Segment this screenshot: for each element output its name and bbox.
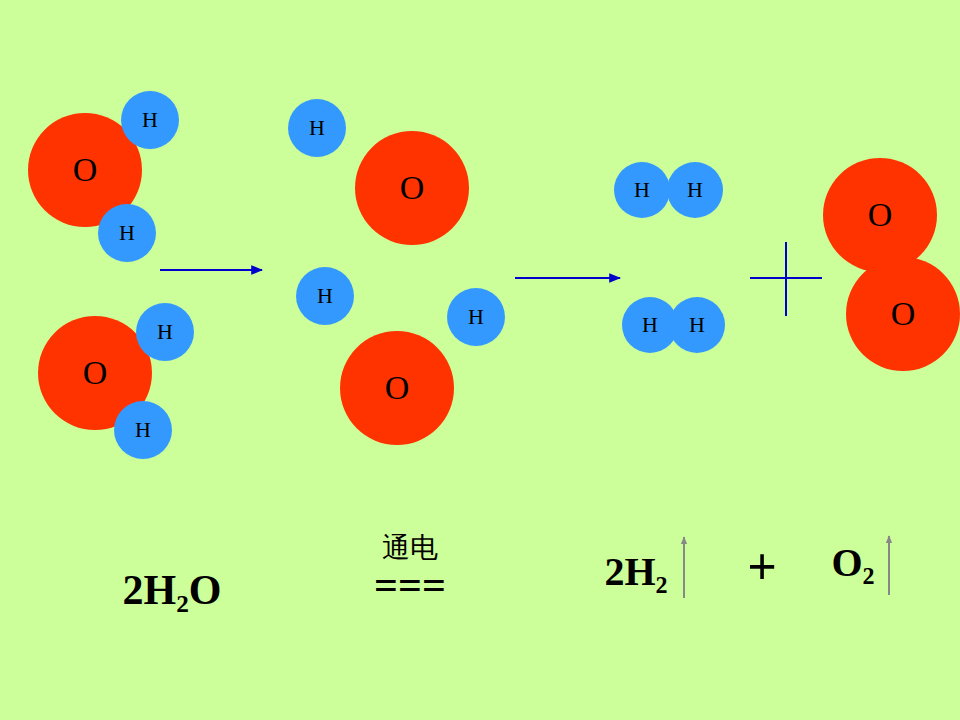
element-symbol: H	[98, 204, 156, 262]
stage-arrow	[160, 269, 262, 271]
element-symbol: O	[355, 131, 469, 245]
hydrogen-atom-shape	[288, 99, 346, 157]
element-symbol: H	[667, 162, 723, 218]
hydrogen-atom-shape	[114, 401, 172, 459]
element-symbol: O	[823, 158, 937, 272]
element-symbol: H	[669, 297, 725, 353]
hydrogen-atom: H	[121, 91, 179, 149]
hydrogen-atom-shape	[121, 91, 179, 149]
reactant-formula: 2H₂O	[123, 569, 222, 611]
hydrogen-atom-shape	[667, 162, 723, 218]
oxygen-atom-shape	[340, 331, 454, 445]
oxygen-atom: O	[340, 331, 454, 445]
hydrogen-atom: H	[296, 267, 354, 325]
element-symbol: O	[340, 331, 454, 445]
element-symbol: H	[288, 99, 346, 157]
oxygen-atom: O	[846, 257, 960, 371]
oxygen-atom-shape	[846, 257, 960, 371]
hydrogen-atom-shape	[669, 297, 725, 353]
hydrogen-atom: H	[614, 162, 670, 218]
hydrogen-atom-shape	[447, 288, 505, 346]
equals-sign: ===	[374, 564, 446, 606]
oxygen-atom-shape	[355, 131, 469, 245]
plus-sign	[750, 277, 822, 279]
hydrogen-atom: H	[114, 401, 172, 459]
oxygen-atom: O	[355, 131, 469, 245]
plus-sign: +	[747, 541, 777, 593]
stage-arrow	[515, 277, 620, 279]
product-formula: O₂	[831, 543, 874, 583]
gas-arrow	[888, 536, 890, 595]
hydrogen-atom-shape	[98, 204, 156, 262]
element-symbol: H	[114, 401, 172, 459]
oxygen-atom-shape	[823, 158, 937, 272]
element-symbol: H	[614, 162, 670, 218]
element-symbol: H	[296, 267, 354, 325]
hydrogen-atom: H	[98, 204, 156, 262]
hydrogen-atom-shape	[136, 303, 194, 361]
oxygen-atom: O	[823, 158, 937, 272]
product-formula: 2H₂	[604, 552, 667, 592]
hydrogen-atom-shape	[296, 267, 354, 325]
hydrogen-atom: H	[136, 303, 194, 361]
hydrogen-atom: H	[667, 162, 723, 218]
element-symbol: H	[447, 288, 505, 346]
element-symbol: H	[121, 91, 179, 149]
hydrogen-atom-shape	[614, 162, 670, 218]
element-symbol: O	[846, 257, 960, 371]
reaction-condition: 通电	[382, 534, 438, 562]
gas-arrow	[683, 537, 685, 598]
hydrogen-atom: H	[447, 288, 505, 346]
hydrogen-atom: H	[288, 99, 346, 157]
hydrogen-atom: H	[669, 297, 725, 353]
element-symbol: H	[136, 303, 194, 361]
